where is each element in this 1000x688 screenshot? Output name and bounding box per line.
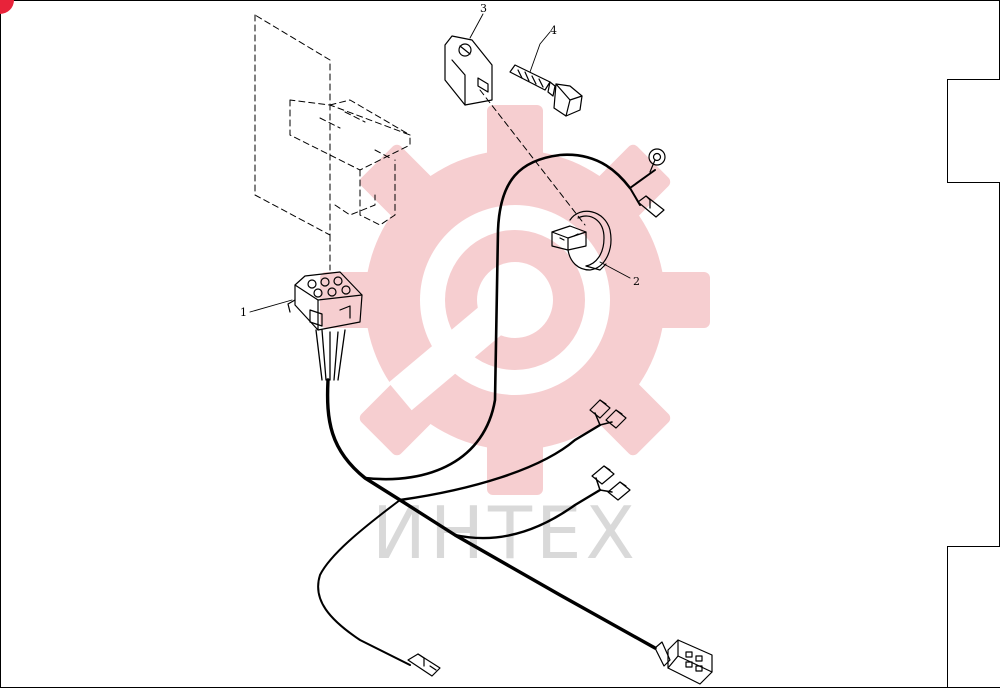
callout-4: 4 [550, 24, 557, 37]
spade-terminal-upper [637, 195, 665, 218]
sensor-connector-bottom [654, 639, 713, 685]
callout-1: 1 [240, 306, 247, 319]
mounting-bracket-phantom [254, 14, 411, 271]
main-harness-trunk [325, 378, 657, 650]
inline-connector-lower-left [407, 653, 441, 677]
bracket-part-3 [444, 35, 493, 106]
connector-wires [315, 329, 346, 381]
ring-terminal-lead [629, 169, 656, 189]
callout-2: 2 [633, 275, 640, 288]
callout-3: 3 [480, 2, 487, 15]
lower-left-lead [317, 499, 411, 666]
multipin-connector-part-1 [287, 271, 363, 331]
middle-branch-upper [398, 423, 602, 502]
upper-loop-branch [363, 153, 632, 481]
ring-terminal [648, 148, 666, 173]
blade-connector-pair-lower [591, 465, 631, 501]
harness-clip-part-2 [551, 210, 612, 271]
side-tab-top[interactable] [947, 79, 1000, 183]
middle-branch-lower [453, 488, 602, 540]
callout-leaders [249, 13, 631, 313]
blade-connector-pair-upper [589, 399, 627, 429]
assembly-leader [479, 89, 586, 226]
bolt-part-4 [509, 64, 583, 117]
